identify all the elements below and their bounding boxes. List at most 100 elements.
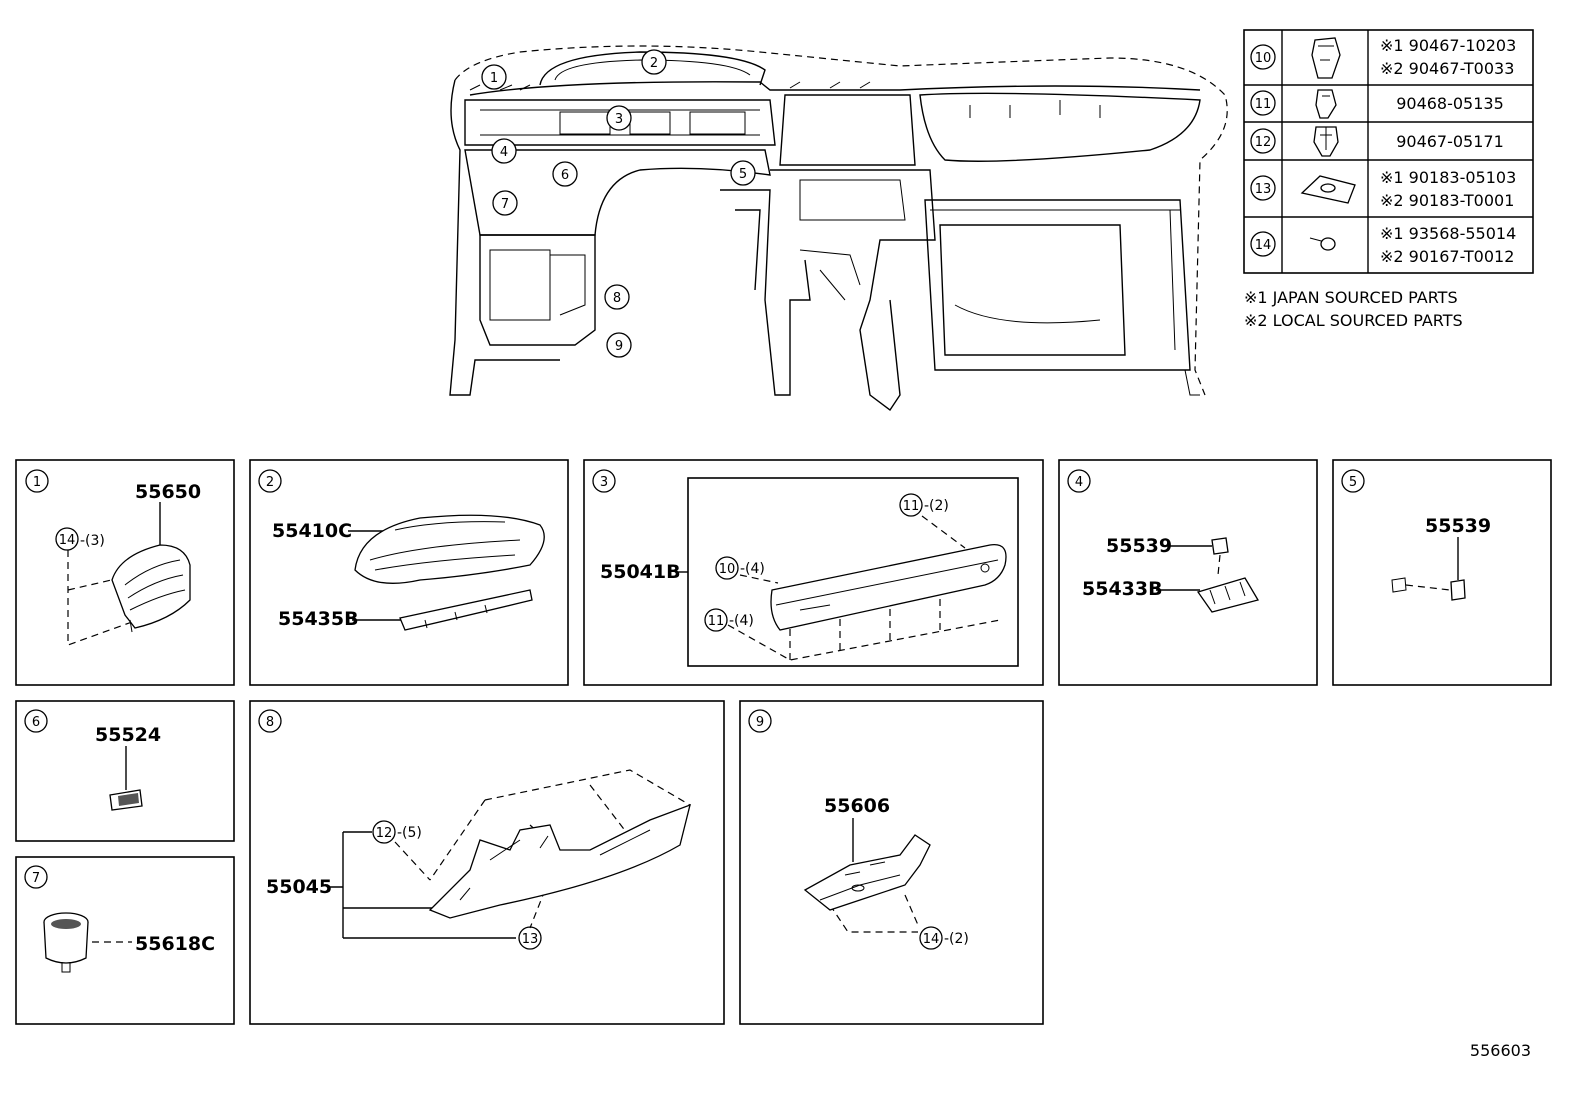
svg-text:-(2): -(2) xyxy=(924,498,949,514)
bracket-part xyxy=(803,834,931,911)
svg-text:10: 10 xyxy=(1255,51,1272,66)
part-number-55410c[interactable]: 55410C xyxy=(272,520,352,542)
fastener-callout[interactable]: 10 -(4) xyxy=(715,556,765,580)
overview-callout-7[interactable]: 7 xyxy=(492,190,518,216)
overview-callout-4[interactable]: 4 xyxy=(491,138,517,164)
svg-text:13: 13 xyxy=(522,932,539,947)
table-row: 12 90467-05171 xyxy=(1250,126,1504,157)
svg-text:2: 2 xyxy=(266,475,274,490)
svg-text:※1 90183-05103: ※1 90183-05103 xyxy=(1380,168,1516,187)
svg-text:8: 8 xyxy=(266,715,274,730)
svg-text:7: 7 xyxy=(32,871,40,886)
part-number-55041b[interactable]: 55041B xyxy=(600,561,681,583)
lower-panel-part xyxy=(770,544,1007,631)
svg-text:9: 9 xyxy=(756,715,764,730)
svg-text:14: 14 xyxy=(923,932,940,947)
lower-cover-part xyxy=(428,803,691,919)
fastener-table: 10 ※1 90467-10203 ※2 90467-T0033 11 9046… xyxy=(1243,29,1534,274)
svg-text:※2 90167-T0012: ※2 90167-T0012 xyxy=(1380,247,1514,266)
fastener-callout[interactable]: 11 -(2) xyxy=(899,493,949,517)
switch-hole-cover-part xyxy=(109,789,143,811)
svg-text:11: 11 xyxy=(1255,97,1272,112)
part-number-55045[interactable]: 55045 xyxy=(266,876,332,898)
svg-text:※1 93568-55014: ※1 93568-55014 xyxy=(1380,224,1516,243)
clip-icon xyxy=(1313,126,1339,157)
svg-text:※2 90467-T0033: ※2 90467-T0033 xyxy=(1380,59,1514,78)
svg-text:4: 4 xyxy=(500,145,508,160)
nut-icon xyxy=(1300,175,1356,204)
detail-panel-7: 7 55618C xyxy=(15,856,235,1025)
detail-panel-1: 1 55650 14 -(3) xyxy=(15,459,235,686)
table-row: 10 ※1 90467-10203 ※2 90467-T0033 xyxy=(1250,36,1516,79)
part-number-55524[interactable]: 55524 xyxy=(95,724,161,746)
svg-text:2: 2 xyxy=(650,56,658,71)
clip-icon xyxy=(1315,89,1337,119)
overview-callout-9[interactable]: 9 xyxy=(606,332,632,358)
note-local-sourced: ※2 LOCAL SOURCED PARTS xyxy=(1244,311,1463,330)
svg-text:3: 3 xyxy=(615,112,623,127)
svg-text:11: 11 xyxy=(708,614,725,629)
overview-callout-6[interactable]: 6 xyxy=(552,161,578,187)
svg-text:5: 5 xyxy=(1349,475,1357,490)
clip-icon xyxy=(1311,37,1341,79)
overview-callout-3[interactable]: 3 xyxy=(606,105,632,131)
detail-panel-2: 2 55410C 55435B xyxy=(249,459,569,686)
svg-text:12: 12 xyxy=(1255,135,1272,150)
meter-hood-part xyxy=(354,514,545,631)
svg-text:-(4): -(4) xyxy=(729,613,754,629)
part-number-55618c[interactable]: 55618C xyxy=(135,933,215,955)
svg-text:90467-05171: 90467-05171 xyxy=(1396,132,1504,151)
svg-text:-(3): -(3) xyxy=(80,533,105,549)
svg-text:6: 6 xyxy=(561,168,569,183)
detail-panel-6: 6 55524 xyxy=(15,700,235,842)
svg-text:10: 10 xyxy=(719,562,736,577)
part-number-55435b[interactable]: 55435B xyxy=(278,608,359,630)
fastener-callout[interactable]: 14 -(2) xyxy=(919,926,969,950)
part-number-55606[interactable]: 55606 xyxy=(824,795,890,817)
fastener-callout[interactable]: 12 -(5) xyxy=(372,820,422,844)
svg-text:14: 14 xyxy=(1255,238,1272,253)
side-vent-part xyxy=(111,544,191,633)
part-number-55539[interactable]: 55539 xyxy=(1425,515,1491,537)
svg-text:1: 1 xyxy=(33,475,41,490)
screw-icon xyxy=(1309,237,1336,251)
illustration-number: 556603 xyxy=(1470,1041,1531,1060)
svg-text:4: 4 xyxy=(1075,475,1083,490)
detail-panel-8: 8 55045 12 -(5) 13 xyxy=(249,700,725,1025)
overview-callout-1[interactable]: 1 xyxy=(481,64,507,90)
svg-text:7: 7 xyxy=(501,197,509,212)
svg-text:-(4): -(4) xyxy=(740,561,765,577)
svg-text:11: 11 xyxy=(903,499,920,514)
svg-text:-(2): -(2) xyxy=(944,931,969,947)
svg-text:9: 9 xyxy=(615,339,623,354)
part-number-55539[interactable]: 55539 xyxy=(1106,535,1172,557)
instrument-panel-overview: 1 2 3 4 5 6 7 8 xyxy=(449,45,1228,412)
svg-text:1: 1 xyxy=(490,71,498,86)
svg-text:※1 90467-10203: ※1 90467-10203 xyxy=(1380,36,1516,55)
overview-callout-8[interactable]: 8 xyxy=(604,284,630,310)
table-row: 13 ※1 90183-05103 ※2 90183-T0001 xyxy=(1250,168,1516,210)
overview-callout-5[interactable]: 5 xyxy=(730,160,756,186)
table-row: 11 90468-05135 xyxy=(1250,89,1504,119)
svg-text:90468-05135: 90468-05135 xyxy=(1396,94,1504,113)
part-number-55433b[interactable]: 55433B xyxy=(1082,578,1163,600)
detail-panel-4: 4 55539 55433B xyxy=(1058,459,1318,686)
cup-holder-part xyxy=(43,912,89,973)
fastener-callout[interactable]: 11 -(4) xyxy=(704,608,754,632)
detail-panel-9: 9 55606 14 -(2) xyxy=(739,700,1044,1025)
switch-part xyxy=(1196,537,1259,613)
svg-text:12: 12 xyxy=(376,826,393,841)
fastener-callout[interactable]: 14 -(3) xyxy=(55,527,105,551)
svg-text:8: 8 xyxy=(613,291,621,306)
svg-text:3: 3 xyxy=(600,475,608,490)
part-number-55650[interactable]: 55650 xyxy=(135,481,201,503)
svg-text:14: 14 xyxy=(59,533,76,548)
note-japan-sourced: ※1 JAPAN SOURCED PARTS xyxy=(1244,288,1458,307)
svg-text:13: 13 xyxy=(1255,182,1272,197)
fastener-callout[interactable]: 13 xyxy=(518,926,542,950)
svg-text:6: 6 xyxy=(32,715,40,730)
overview-callout-2[interactable]: 2 xyxy=(641,49,667,75)
detail-panel-3: 3 55041B 11 -(2) 10 -(4) 11 -(4) xyxy=(583,459,1044,686)
svg-text:※2 90183-T0001: ※2 90183-T0001 xyxy=(1380,191,1514,210)
